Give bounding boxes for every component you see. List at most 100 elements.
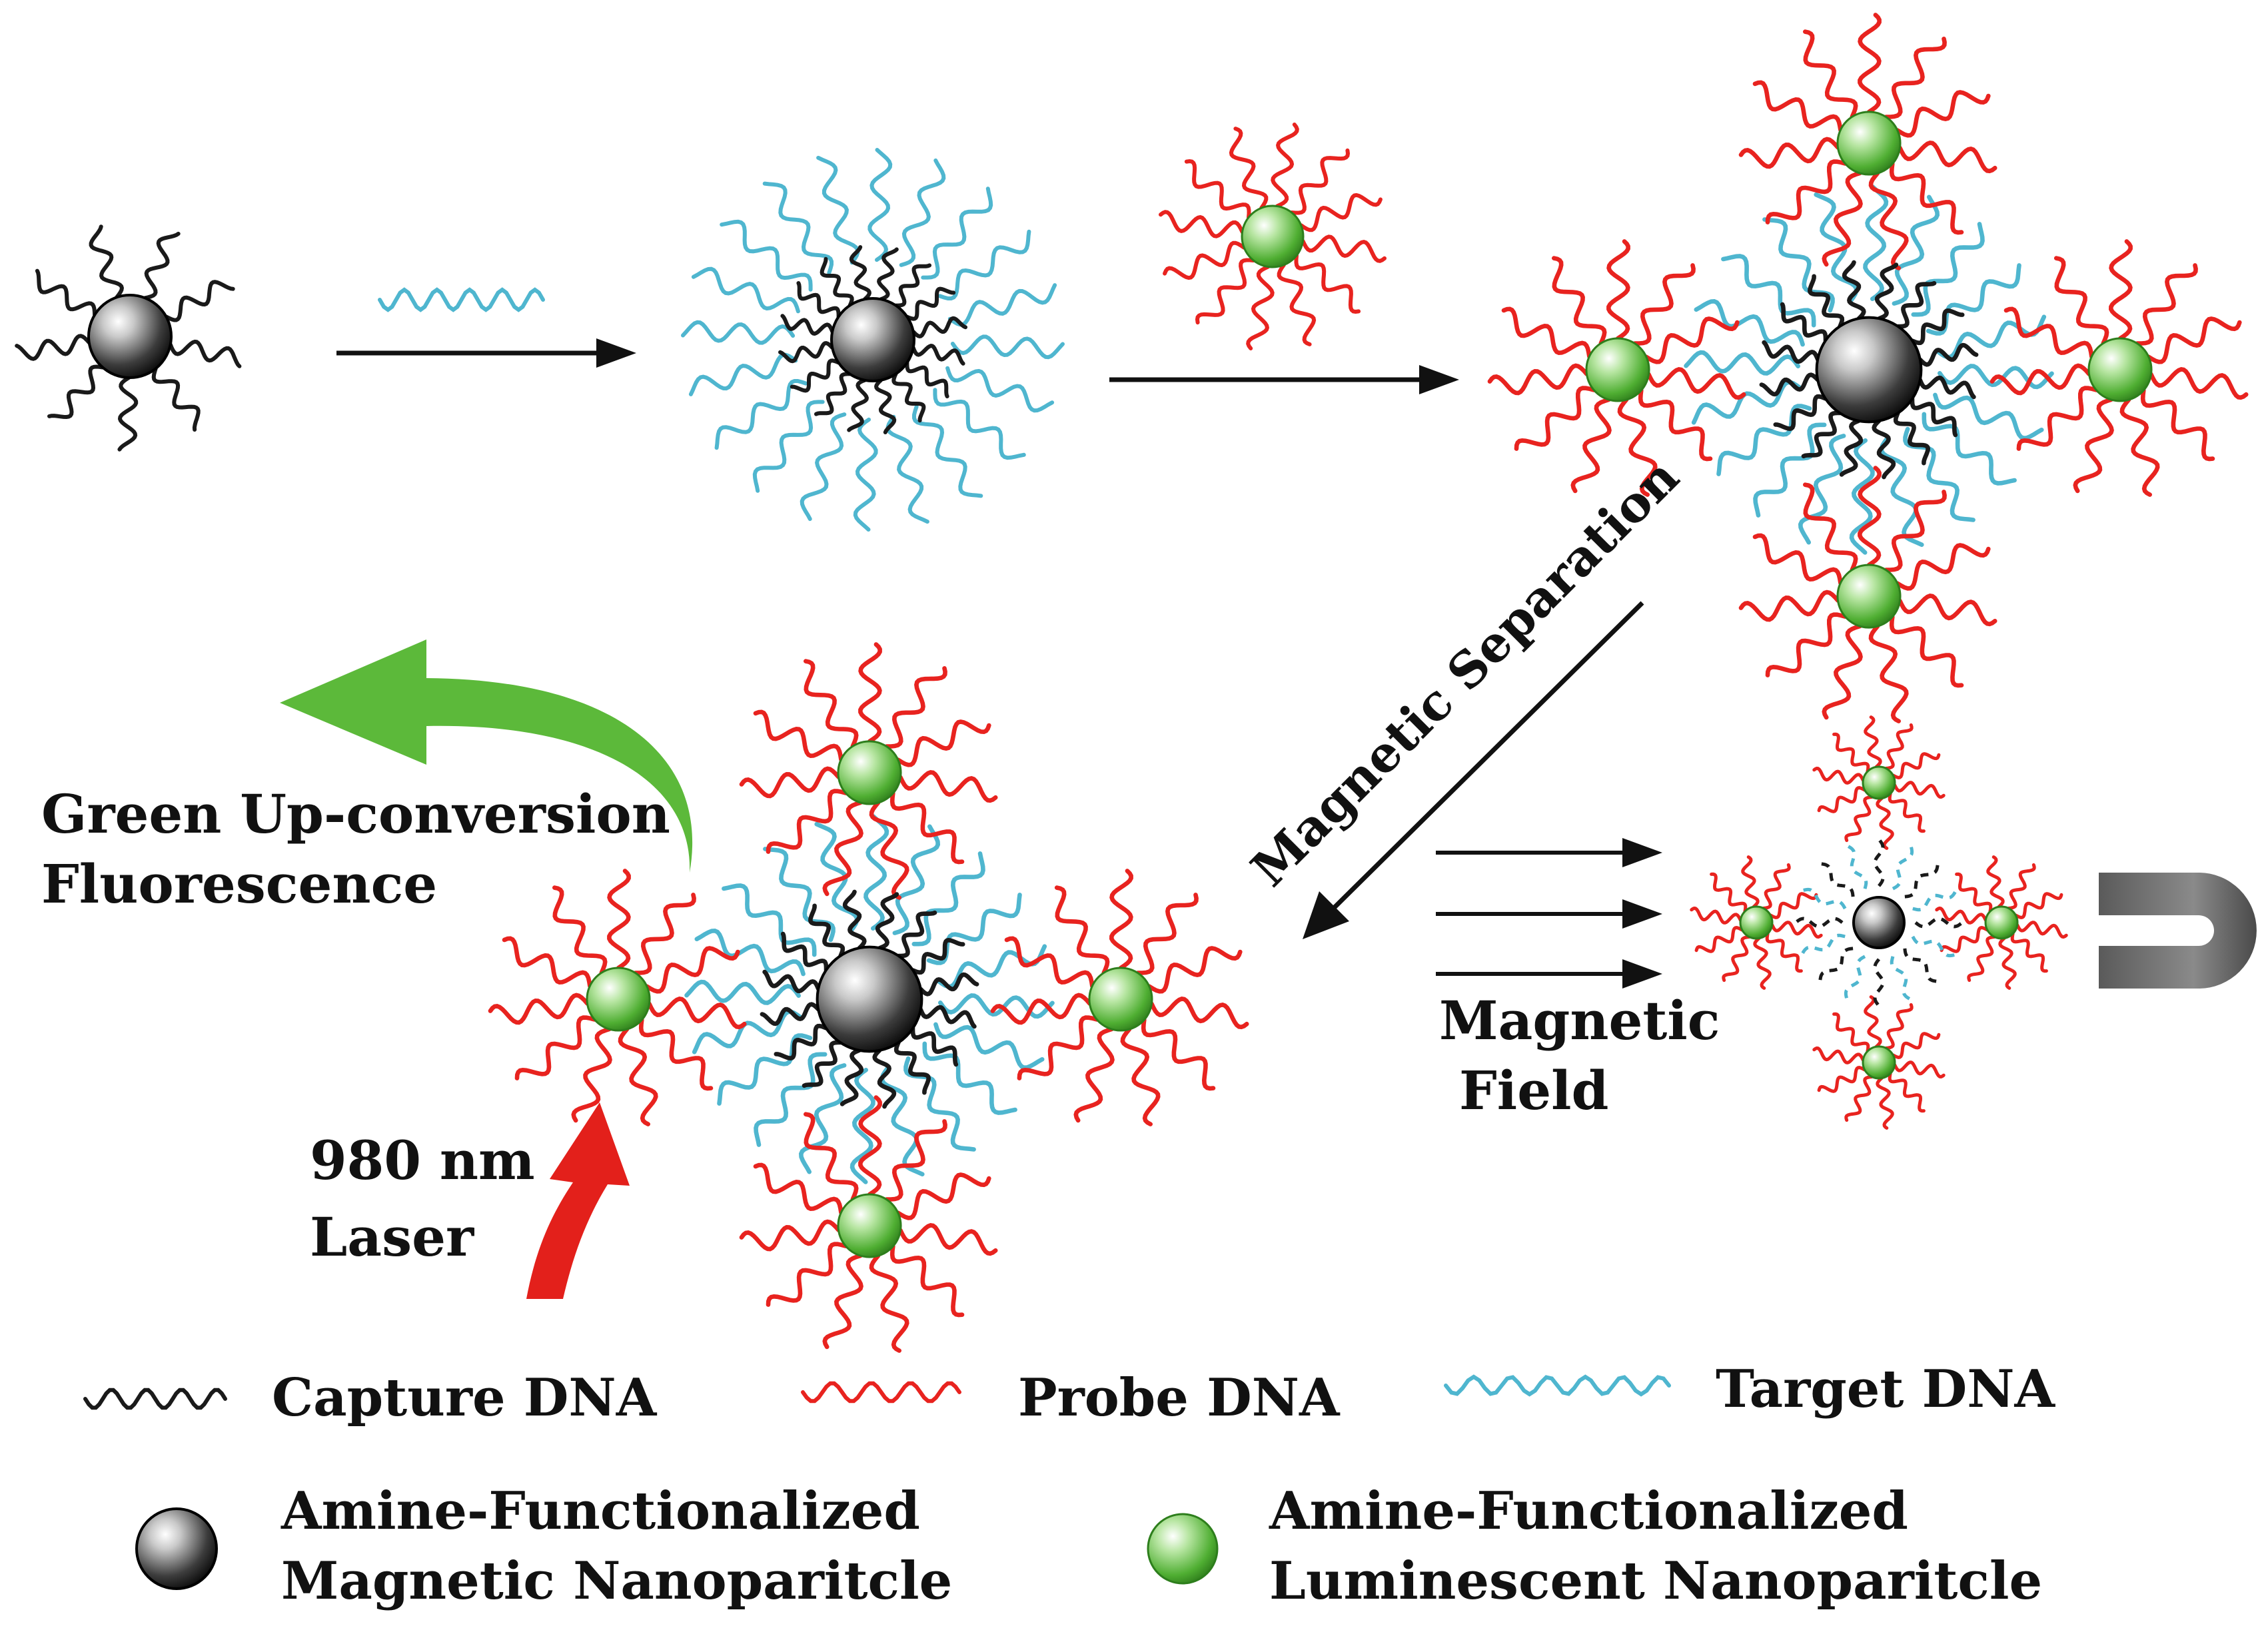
target-dna-strand [911, 851, 985, 947]
target-dna-strand [945, 366, 1055, 413]
capture-dna-strand [893, 263, 931, 308]
capture-dna-strand [164, 280, 235, 322]
legend: Capture DNA Probe DNA Target DNA Amine-F… [83, 1359, 2056, 1611]
target-dna-strand [1849, 438, 1875, 555]
magnetic-nanoparticle [1852, 896, 1906, 949]
probe-dna-strand [1898, 141, 1997, 174]
probe-dna-strand [884, 1119, 947, 1202]
probe-dna-strand [2010, 932, 2048, 973]
magnetic-nanoparticle-with-capture-dna [15, 224, 242, 452]
capture-dna-strand [780, 314, 835, 336]
probe-dna-strand [1765, 612, 1848, 677]
probe-dna-strand [801, 1381, 961, 1404]
probe-dna-strand [1989, 363, 2091, 396]
probe-dna-strand [990, 993, 1092, 1025]
probe-dna-strand [1073, 1026, 1115, 1123]
probe-dna-strand [1884, 37, 1947, 119]
laser-label-line2: Laser [310, 1206, 474, 1268]
capture-dna-strand [877, 247, 899, 302]
probe-dna-strand [1986, 855, 2005, 909]
probe-dna-strand [1299, 193, 1383, 232]
probe-dna-strand [1246, 264, 1275, 350]
magnetic-nanoparticle [816, 945, 923, 1053]
probe-dna-strand [2149, 366, 2249, 400]
probe-dna-strand [1893, 1060, 1946, 1079]
legend-capture-dna-label: Capture DNA [272, 1368, 658, 1428]
probe-dna-strand [1738, 590, 1840, 622]
probe-dna-strand [1229, 127, 1269, 210]
magnetic-field-arrows [1436, 838, 1662, 989]
probe-dna-strand [1690, 906, 1742, 925]
capture-dna-strand [1759, 372, 1820, 397]
luminescent-nanoparticle [1836, 564, 1902, 629]
target-dna-strand [814, 821, 859, 933]
sandwich-complex [1487, 13, 2249, 723]
probe-dna-strand [1159, 210, 1245, 238]
capture-dna-strand [1780, 302, 1828, 343]
capture-dna-strand [1918, 342, 1979, 367]
probe-dna-strand [1935, 906, 1987, 925]
capture-dna-strand [143, 231, 181, 300]
probe-dna-strand [1552, 256, 1607, 346]
probe-dna-strand [1891, 752, 1941, 779]
probe-dna-strand [1812, 1046, 1865, 1064]
probe-dna-strand [1741, 855, 1760, 909]
probe-dna-strand [571, 1026, 612, 1123]
probe-dna-strand [607, 869, 631, 971]
probe-dna-strand [1858, 13, 1882, 115]
probe-dna-strand [638, 1017, 714, 1091]
probe-dna-strand [552, 885, 608, 975]
dna-fragment [1892, 845, 1914, 891]
probe-dna-strand [1109, 869, 1133, 971]
probe-dna-strand [1195, 258, 1256, 325]
probe-dna-strand [2140, 388, 2215, 462]
probe-dna-strand [1752, 533, 1843, 586]
dna-fragment [1818, 947, 1854, 982]
magnetic-field-label-line2: Field [1459, 1059, 1608, 1122]
probe-dna-strand [889, 1244, 965, 1318]
probe-dna-strand [1803, 482, 1858, 572]
target-dna-strand [879, 1065, 925, 1177]
probe-dna-strand [644, 946, 740, 994]
capture-dna-strand [774, 1023, 828, 1061]
dna-fragment [1914, 917, 1964, 929]
legend-magnetic-nanoparticle-icon [135, 1507, 218, 1590]
probe-dna-strand [1141, 1017, 1216, 1091]
probe-dna-strand [1054, 885, 1110, 975]
probe-dna-strand [1004, 936, 1095, 989]
target-dna-strand [691, 266, 800, 314]
probe-dna-strand [1844, 1075, 1874, 1122]
target-dna-strand [1933, 392, 2044, 441]
probe-dna-strand [1864, 715, 1882, 769]
probe-dna-strand [1822, 623, 1863, 720]
probe-dna-strand [822, 1253, 863, 1350]
target-dna-strand [1814, 192, 1859, 304]
probe-dna-strand [633, 893, 696, 975]
magnet-icon [2099, 873, 2257, 989]
target-dna-strand [722, 883, 817, 957]
magnetic-field-label-line1: Magnetic [1439, 989, 1720, 1052]
probe-dna-strand [1889, 614, 1964, 688]
target-dna-strand [800, 412, 847, 522]
probe-dna-strand [1762, 863, 1791, 910]
target-dna-strand [681, 320, 796, 345]
capture-dna-strand [896, 910, 937, 959]
probe-dna-strand [2135, 263, 2198, 346]
probe-dna-strand [488, 993, 590, 1025]
target-dna-strand [899, 158, 946, 267]
capture-dna-strand [1874, 262, 1899, 321]
probe-dna-strand [1644, 316, 1740, 364]
probe-dna-strand [1998, 937, 2017, 990]
capture-dna-strand [1807, 274, 1845, 328]
target-dna-strand [1863, 185, 1889, 301]
legend-target-dna-swatch [1444, 1374, 1671, 1397]
luminescent-nanoparticle [1862, 1045, 1896, 1080]
laser-label-line1: 980 nm [310, 1129, 535, 1192]
legend-capture-dna-swatch [83, 1388, 227, 1410]
target-dna-reagent [378, 287, 545, 312]
reaction-arrow-1 [336, 338, 636, 368]
probe-dna-strand [766, 1242, 848, 1307]
probe-dna-strand [898, 1222, 998, 1256]
green-fluorescence-label-line1: Green Up-conversion [41, 783, 670, 845]
dna-fragment [1800, 933, 1846, 956]
